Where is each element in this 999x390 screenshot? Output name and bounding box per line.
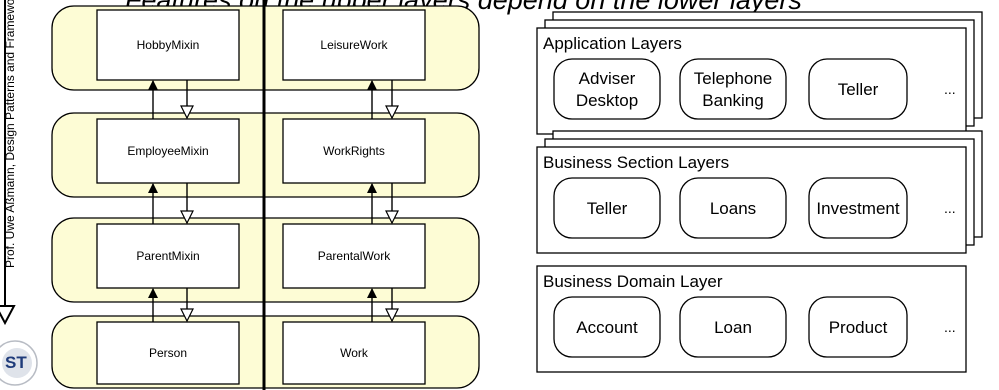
component-label: Loan <box>714 318 752 337</box>
component-box <box>679 58 787 120</box>
component-label: Account <box>576 318 638 337</box>
class-box <box>96 9 240 81</box>
more-components-ellipsis: ... <box>944 319 956 335</box>
downward-arrow-head <box>0 305 16 326</box>
component-label: Teller <box>587 199 628 218</box>
component-label: Desktop <box>576 91 638 110</box>
component-label: Adviser <box>579 69 636 88</box>
dependency-arrows <box>148 80 392 322</box>
component-box <box>553 296 661 358</box>
component-label: Loans <box>710 199 756 218</box>
class-name: HobbyMixin <box>137 38 200 52</box>
component-box <box>808 58 908 120</box>
component-box <box>553 177 661 239</box>
class-box <box>282 9 426 81</box>
component-box <box>679 296 787 358</box>
component-box <box>553 58 661 120</box>
component-label: Product <box>829 318 888 337</box>
class-name: ParentalWork <box>318 249 391 263</box>
more-components-ellipsis: ... <box>944 200 956 216</box>
component-label: Banking <box>702 91 763 110</box>
component-label: Telephone <box>694 69 772 88</box>
side-caption-group: Prof. Uwe Aßmann, Design Patterns and Fr… <box>0 0 17 326</box>
class-name: ParentMixin <box>136 249 199 263</box>
component-box <box>679 177 787 239</box>
logo-disc-icon <box>2 348 32 378</box>
class-name: EmployeeMixin <box>127 144 208 158</box>
class-name: Person <box>149 346 187 360</box>
class-box <box>96 223 240 289</box>
class-name: WorkRights <box>323 144 385 158</box>
more-components-ellipsis: ... <box>944 81 956 97</box>
layer-stack-title: Business Section Layers <box>543 153 729 172</box>
class-box <box>282 118 426 184</box>
class-box <box>282 223 426 289</box>
component-label: Investment <box>816 199 899 218</box>
component-label: Teller <box>838 80 879 99</box>
component-box <box>808 296 908 358</box>
layer-stack-title: Business Domain Layer <box>543 272 723 291</box>
st-logo: ST <box>0 340 38 386</box>
class-box <box>96 321 240 385</box>
layer-stack-title: Application Layers <box>543 34 682 53</box>
logo-text: ST <box>5 353 27 372</box>
class-box <box>282 321 426 385</box>
class-name: Work <box>340 346 369 360</box>
class-name: LeisureWork <box>320 38 388 52</box>
component-box <box>808 177 908 239</box>
class-box <box>96 118 240 184</box>
side-caption: Prof. Uwe Aßmann, Design Patterns and Fr… <box>3 0 17 268</box>
